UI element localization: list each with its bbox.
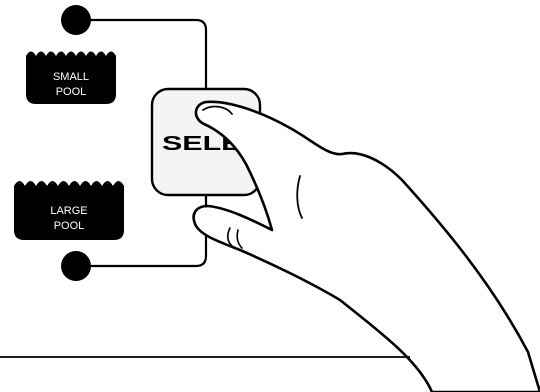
large-pool-wire: [80, 192, 208, 268]
small-pool-wire: [80, 18, 208, 92]
finger-crease: [296, 175, 303, 219]
hand-silhouette: [192, 100, 540, 392]
large-pool-indicator: LARGE POOL: [14, 181, 124, 281]
small-pool-led-icon: [61, 5, 91, 35]
small-pool-water-icon: [26, 51, 116, 104]
small-pool-indicator: SMALL POOL: [26, 5, 116, 104]
thumb-knuckle-line-1: [227, 227, 233, 247]
small-pool-label-line1: SMALL: [53, 71, 89, 83]
circuit-lines: [80, 18, 208, 268]
large-pool-label-line1: LARGE: [50, 205, 87, 217]
small-pool-label-line2: POOL: [56, 86, 87, 98]
thumb-knuckle-line-2: [236, 229, 243, 249]
pointing-hand-icon: [192, 100, 540, 392]
large-pool-water-icon: [14, 181, 124, 240]
large-pool-label-line2: POOL: [54, 220, 85, 232]
fingernail: [202, 105, 233, 115]
large-pool-led-icon: [61, 251, 91, 281]
